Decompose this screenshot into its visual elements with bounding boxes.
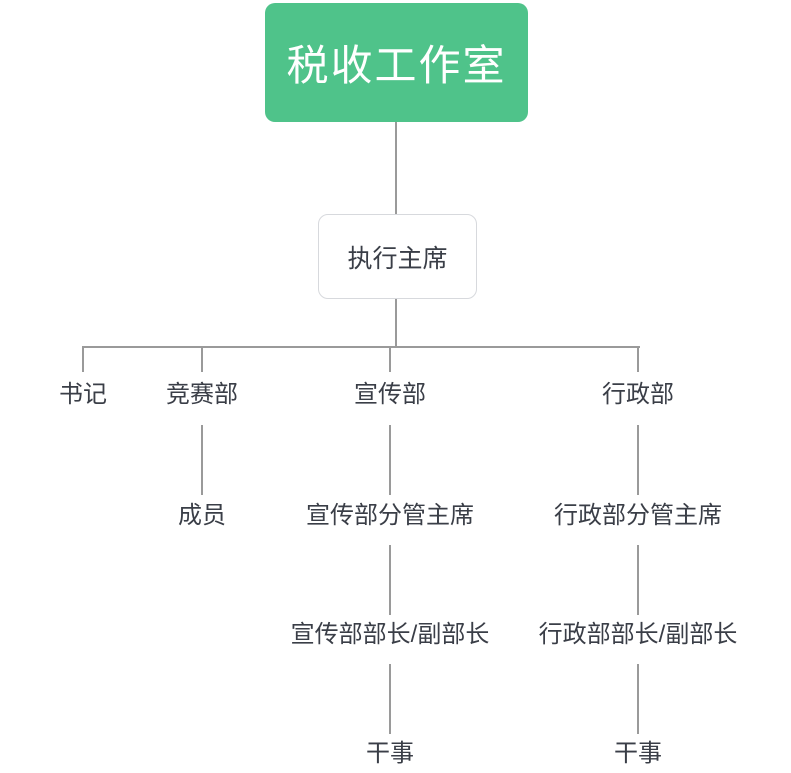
connector-competition-to-member bbox=[201, 425, 203, 495]
node-admin-vice-chair[interactable]: 行政部分管主席 bbox=[554, 502, 722, 529]
node-executive-chair[interactable]: 执行主席 bbox=[318, 214, 477, 299]
connector-bus-to-publicity-dept bbox=[389, 346, 391, 372]
node-publicity-staff[interactable]: 干事 bbox=[366, 740, 414, 767]
connector-executive-to-bus bbox=[395, 299, 397, 347]
node-competition-member[interactable]: 成员 bbox=[178, 502, 226, 529]
node-root-taxation-studio[interactable]: 税收工作室 bbox=[265, 3, 528, 122]
connector-bus-to-admin-dept bbox=[637, 346, 639, 372]
node-admin-staff[interactable]: 干事 bbox=[614, 740, 662, 767]
node-department-competition[interactable]: 竞赛部 bbox=[166, 381, 238, 408]
connector-publicity-head-to-staff bbox=[389, 664, 391, 734]
connector-admin-head-to-staff bbox=[637, 664, 639, 734]
node-department-publicity[interactable]: 宣传部 bbox=[354, 381, 426, 408]
connector-bus-to-competition-dept bbox=[201, 346, 203, 372]
connector-admin-to-vice-chair bbox=[637, 425, 639, 495]
connector-horizontal-bus bbox=[83, 346, 640, 348]
node-publicity-head-deputy[interactable]: 宣传部部长/副部长 bbox=[290, 621, 490, 648]
node-publicity-vice-chair[interactable]: 宣传部分管主席 bbox=[306, 502, 474, 529]
connector-publicity-vice-chair-to-head bbox=[389, 545, 391, 615]
connector-publicity-to-vice-chair bbox=[389, 425, 391, 495]
connector-admin-vice-chair-to-head bbox=[637, 545, 639, 615]
node-admin-head-deputy[interactable]: 行政部部长/副部长 bbox=[538, 621, 738, 648]
connector-root-to-executive bbox=[395, 122, 397, 214]
node-department-administration[interactable]: 行政部 bbox=[602, 381, 674, 408]
node-department-secretary[interactable]: 书记 bbox=[59, 381, 107, 408]
connector-bus-to-secretary bbox=[82, 346, 84, 372]
